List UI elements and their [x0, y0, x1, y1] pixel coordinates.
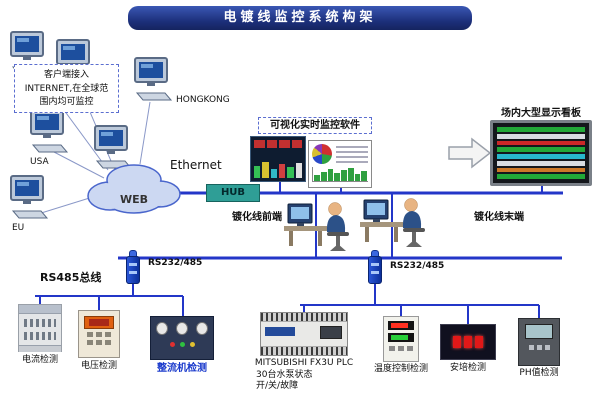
plc-sub-label-1: 30台水泵状态 — [256, 370, 313, 380]
web-cloud: WEB — [87, 164, 181, 214]
ampere-detector-label: 安培检测 — [449, 363, 486, 373]
voltage-detector-icon — [78, 310, 120, 358]
rs232-485-converter-icon — [126, 250, 140, 284]
rs232-485-converter-icon — [368, 250, 382, 284]
rs485-bus-label: RS485总线 — [40, 271, 102, 284]
plc-sub-label-2: 开/关/故障 — [256, 381, 299, 391]
monitoring-software-label: 可视化实时监控软件 — [258, 117, 372, 134]
client-pc-eu-icon — [10, 175, 48, 219]
rs232-485-label-2: RS232/485 — [390, 261, 445, 271]
workstation-end-icon — [360, 198, 426, 248]
front-station-label: 镀化线前端 — [232, 212, 282, 223]
ethernet-label: Ethernet — [170, 158, 222, 172]
ph-detector-icon — [518, 318, 560, 366]
client-pc-hongkong-icon — [134, 57, 172, 101]
hub-box: HUB — [206, 184, 260, 202]
web-cloud-label: WEB — [120, 193, 148, 206]
chart-screen-icon — [308, 140, 372, 188]
display-board-icon — [490, 120, 592, 186]
pie-chart-icon — [312, 144, 332, 164]
hongkong-label: HONGKONG — [176, 95, 230, 105]
internet-note: 客户端接入 INTERNET,在全球范 围内均可监控 — [14, 64, 119, 113]
rectifier-detector-label: 整流机检测 — [157, 363, 207, 374]
plc-label: MITSUBISHI FX3U PLC — [254, 358, 354, 368]
current-detector-icon — [18, 304, 62, 352]
display-board-label: 场内大型显示看板 — [501, 108, 581, 119]
temperature-detector-label: 温度控制检测 — [373, 364, 428, 374]
scada-screen-icon — [250, 136, 306, 182]
eu-label: EU — [12, 223, 25, 233]
usa-label: USA — [30, 157, 49, 167]
voltage-detector-label: 电压检测 — [80, 361, 117, 371]
workstation-front-icon — [284, 202, 350, 252]
ph-detector-label: PH值检测 — [519, 368, 559, 378]
end-station-label: 镀化线末端 — [474, 212, 524, 223]
client-pc-usa-icon — [30, 109, 68, 153]
temperature-controller-icon — [383, 316, 419, 362]
current-detector-label: 电流检测 — [21, 355, 58, 365]
rectifier-detector-icon — [150, 316, 214, 360]
plc-icon — [260, 312, 348, 356]
ampere-detector-icon — [440, 324, 496, 360]
page-title: 电镀线监控系统构架 — [128, 6, 472, 30]
arrow-right-icon — [448, 137, 492, 169]
rs232-485-label-1: RS232/485 — [148, 258, 203, 268]
